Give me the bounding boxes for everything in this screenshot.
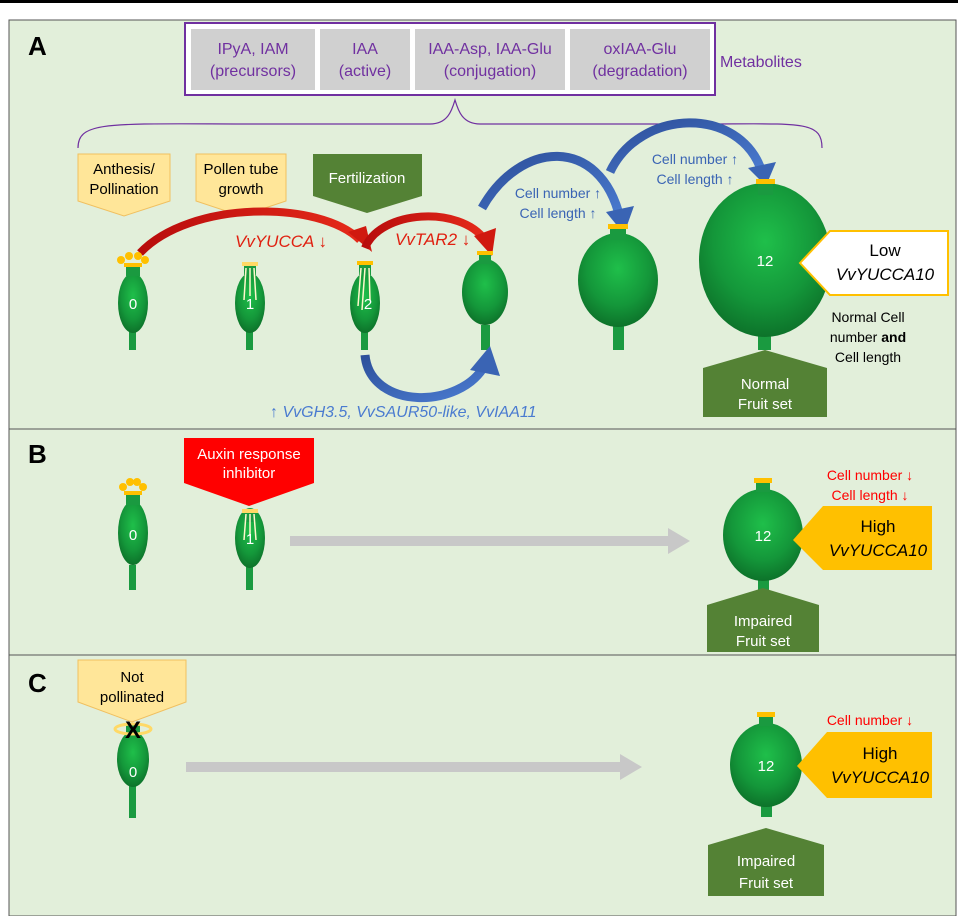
gray-arrow-b — [290, 528, 690, 554]
blue-arrow-2 — [605, 118, 776, 186]
anthesis-line1: Anthesis/ — [93, 161, 156, 178]
cell-up-1-line2: Cell length ↑ — [519, 205, 596, 221]
high-yucca-label-c: High VvYUCCA10 — [797, 732, 932, 798]
blue-arrow-1 — [478, 151, 634, 234]
not-pollinated-line2: pollinated — [100, 689, 164, 706]
metabolite-precursors-line1: IPyA, IAM — [217, 41, 288, 58]
cell-down-b-line2: Cell length ↓ — [831, 487, 908, 503]
fruit-label-0: 0 — [129, 296, 137, 313]
metabolite-active-line2: (active) — [339, 63, 391, 80]
high-yucca-b-line1: High — [861, 517, 896, 536]
fruit-b-stage-1: 1 — [235, 508, 265, 590]
low-yucca-label: Low VvYUCCA10 — [798, 230, 949, 296]
impaired-fruit-set-label-b: Impaired Fruit set — [707, 588, 819, 652]
panel-b-letter: B — [28, 439, 47, 469]
gene-tar2: VvTAR2 ↓ — [395, 230, 470, 249]
fruit-stage-2: 2 — [350, 261, 380, 350]
fruit-stage-12: 12 — [699, 179, 831, 350]
anthesis-line2: Pollination — [89, 181, 158, 198]
high-yucca-c-line2: VvYUCCA10 — [831, 768, 930, 787]
metabolite-degradation-line1: oxIAA-Glu — [604, 41, 677, 58]
normal-fruit-set-line2: Fruit set — [738, 396, 793, 413]
cell-down-c-line1: Cell number ↓ — [827, 712, 913, 728]
blue-arrow-bottom — [360, 346, 500, 403]
anthesis-label: Anthesis/ Pollination — [77, 153, 171, 217]
normal-cell-line3: Cell length — [835, 349, 901, 365]
metabolite-active-line1: IAA — [352, 41, 378, 58]
high-yucca-b-line2: VvYUCCA10 — [829, 541, 928, 560]
high-yucca-c-line1: High — [863, 744, 898, 763]
x-mark: X — [125, 717, 141, 744]
red-arrow-2 — [361, 212, 496, 256]
impaired-fruit-set-label-c: Impaired Fruit set — [708, 828, 824, 896]
metabolite-box-active: IAA (active) — [320, 29, 410, 90]
metabolite-precursors-line2: (precursors) — [210, 63, 296, 80]
fruit-c-stage-12: 12 — [730, 712, 802, 817]
low-yucca-line2: VvYUCCA10 — [836, 265, 935, 284]
normal-cell-and: and — [881, 329, 906, 345]
normal-cell-line2: number and — [830, 329, 906, 345]
normal-fruit-set-line1: Normal — [741, 376, 789, 393]
low-yucca-line1: Low — [869, 241, 901, 260]
impaired-c-line2: Fruit set — [739, 875, 794, 892]
auxin-inhibitor-line2: inhibitor — [223, 465, 276, 482]
gene-bottom: ↑ VvGH3.5, VvSAUR50-like, VvIAA11 — [270, 404, 536, 421]
metabolites-label: Metabolites — [720, 54, 802, 71]
cell-up-2-line1: Cell number ↑ — [652, 151, 738, 167]
fruit-stage-0: 0 — [117, 252, 149, 350]
fruit-b-label-12: 12 — [755, 528, 772, 545]
pollen-tube-line2: growth — [218, 181, 263, 198]
fruit-stage-10 — [578, 224, 658, 350]
pollen-tube-line1: Pollen tube — [203, 161, 278, 178]
normal-cell-line1: Normal Cell — [831, 309, 904, 325]
metabolite-conjugation-line1: IAA-Asp, IAA-Glu — [428, 41, 552, 58]
metabolite-box-conjugation: IAA-Asp, IAA-Glu (conjugation) — [415, 29, 565, 90]
auxin-inhibitor-label: Auxin response inhibitor — [184, 438, 314, 506]
cell-down-b-line1: Cell number ↓ — [827, 467, 913, 483]
fertilization-label: Fertilization — [313, 154, 422, 213]
metabolite-brace — [77, 97, 823, 149]
fruit-b-stage-12: 12 — [723, 478, 803, 590]
fruit-label-1: 1 — [246, 296, 254, 313]
gene-yucca: VvYUCCA ↓ — [235, 232, 327, 251]
fruit-b-stage-0: 0 — [118, 478, 148, 590]
fertilization-line1: Fertilization — [329, 170, 406, 187]
metabolite-conjugation-line2: (conjugation) — [444, 63, 537, 80]
metabolite-degradation-line2: (degradation) — [592, 63, 687, 80]
auxin-inhibitor-line1: Auxin response — [197, 446, 300, 463]
cell-up-2-line2: Cell length ↑ — [656, 171, 733, 187]
metabolite-box-degradation: oxIAA-Glu (degradation) — [570, 29, 710, 90]
normal-fruit-set-label: Normal Fruit set — [703, 350, 827, 417]
fruit-label-12: 12 — [757, 253, 774, 270]
fruit-c-label-0: 0 — [129, 764, 137, 781]
metabolite-box-precursors: IPyA, IAM (precursors) — [191, 29, 315, 90]
not-pollinated-line1: Not — [120, 669, 144, 686]
impaired-c-line1: Impaired — [737, 853, 795, 870]
impaired-b-line2: Fruit set — [736, 633, 791, 650]
fruit-b-label-1: 1 — [246, 531, 254, 548]
normal-cell-number: number — [830, 329, 881, 345]
fruit-c-stage-0: 0 — [113, 722, 153, 818]
impaired-b-line1: Impaired — [734, 613, 792, 630]
fruit-stage-6 — [462, 251, 508, 350]
cell-up-1-line1: Cell number ↑ — [515, 185, 601, 201]
panel-c-letter: C — [28, 668, 47, 698]
fruit-c-label-12: 12 — [758, 758, 775, 775]
panel-a-letter: A — [28, 31, 47, 61]
fruit-label-2: 2 — [364, 296, 372, 313]
high-yucca-label-b: High VvYUCCA10 — [793, 506, 932, 570]
gray-arrow-c — [186, 754, 642, 780]
fruit-b-label-0: 0 — [129, 527, 137, 544]
fruit-stage-1: 1 — [235, 262, 265, 350]
top-rule — [0, 0, 958, 3]
not-pollinated-label: Not pollinated — [77, 659, 187, 723]
